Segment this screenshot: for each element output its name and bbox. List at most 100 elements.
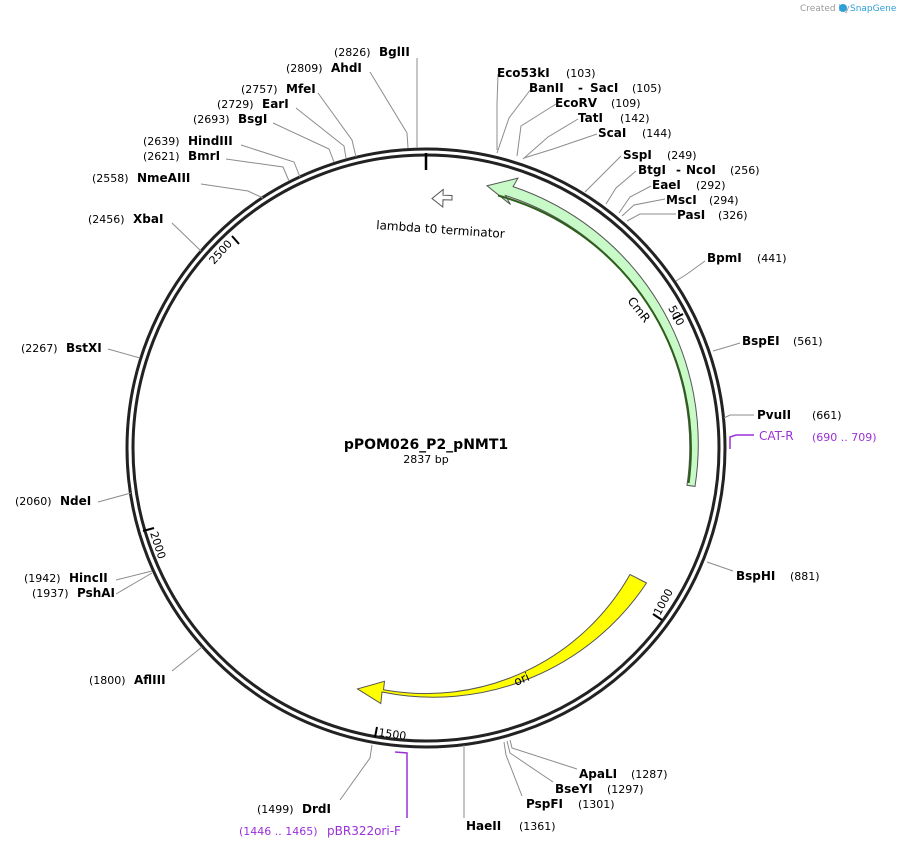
enzyme-name: EcoRV <box>555 96 598 110</box>
enzyme-apali[interactable]: ApaLI (1287) <box>579 767 668 781</box>
enzyme-hindiii[interactable]: (2639) HindIII <box>143 134 233 148</box>
enzyme-pos: (2456) <box>88 213 125 226</box>
enzyme-name: BsgI <box>238 112 267 126</box>
enzyme-pos: (1287) <box>631 768 668 781</box>
enzyme-pos: (1942) <box>24 572 61 585</box>
enzyme-name: DrdI <box>302 802 331 816</box>
feature-label-lambda-t0: lambda t0 terminator <box>376 218 505 241</box>
credit-brand: SnapGene <box>850 4 897 14</box>
enzyme-afliii[interactable]: (1800) AflIII <box>89 673 166 687</box>
enzyme-eaei[interactable]: EaeI (292) <box>652 178 726 192</box>
enzyme-name: BglII <box>379 45 410 59</box>
enzyme-name: NmeAIII <box>137 171 190 185</box>
enzyme-name: NdeI <box>60 494 91 508</box>
primer-cat-r[interactable]: CAT-R (690 .. 709) <box>729 429 877 449</box>
enzyme-ndei[interactable]: (2060) NdeI <box>15 494 91 508</box>
enzyme-name: HindIII <box>188 134 233 148</box>
enzyme-name: MfeI <box>286 82 316 96</box>
enzyme-pos: (561) <box>793 335 823 348</box>
enzyme-pvuii[interactable]: PvuII (661) <box>757 408 842 422</box>
enzyme-ecorv[interactable]: EcoRV (109) <box>555 96 641 110</box>
enzyme-ahdi[interactable]: (2809) AhdI <box>286 61 362 75</box>
enzyme-bsphi[interactable]: BspHI (881) <box>736 569 820 583</box>
enzyme-pos: (441) <box>757 252 787 265</box>
enzyme-name: AflIII <box>134 673 166 687</box>
enzyme-name: ScaI <box>598 126 626 140</box>
tick-1000: 1000 <box>651 587 676 621</box>
enzyme-pshai[interactable]: (1937) PshAI <box>32 586 115 600</box>
enzyme-haeii[interactable]: HaeII (1361) <box>466 819 556 833</box>
feature-arrow-ori[interactable] <box>356 573 648 705</box>
enzyme-name: BpmI <box>707 251 742 265</box>
enzyme-pspfi[interactable]: PspFI (1301) <box>526 797 615 811</box>
enzyme-pos: (2639) <box>143 135 180 148</box>
primer-pbr322ori-f[interactable]: (1446 .. 1465) pBR322ori-F <box>239 751 408 838</box>
enzyme-name: EarI <box>262 97 289 111</box>
enzyme-name-2: SacI <box>590 81 618 95</box>
enzyme-pos: (2267) <box>21 342 58 355</box>
enzyme-hincii[interactable]: (1942) HincII <box>24 571 108 585</box>
feature-arrow-cmr-highlight <box>497 194 692 484</box>
enzyme-bpmi[interactable]: BpmI (441) <box>707 251 787 265</box>
credit-prefix: Created by <box>800 4 850 14</box>
credit-text: Created by <box>800 4 850 14</box>
enzyme-pos: (2826) <box>334 46 371 59</box>
enzyme-btgi-ncoi[interactable]: BtgI - NcoI (256) <box>638 163 760 177</box>
enzyme-pos: (249) <box>667 149 697 162</box>
enzyme-pos: (105) <box>632 82 662 95</box>
enzyme-bsgi[interactable]: (2693) BsgI <box>193 112 267 126</box>
enzyme-bmri[interactable]: (2621) BmrI <box>143 149 220 163</box>
enzyme-name: XbaI <box>133 212 163 226</box>
enzyme-pos: (2621) <box>143 150 180 163</box>
snapgene-logo-icon <box>839 4 847 12</box>
enzyme-name: BtgI <box>638 163 666 177</box>
enzyme-pos: (142) <box>620 112 650 125</box>
enzyme-name: ApaLI <box>579 767 617 781</box>
feature-arrow-lambda-t0[interactable] <box>431 188 453 209</box>
enzyme-separator: - <box>578 81 583 95</box>
enzyme-name-2: NcoI <box>686 163 716 177</box>
enzyme-pasi[interactable]: PasI (326) <box>677 208 748 222</box>
tick-label-1500: 1500 <box>378 726 408 743</box>
tick-label-1000: 1000 <box>651 587 676 618</box>
enzyme-mfei[interactable]: (2757) MfeI <box>241 82 316 96</box>
enzyme-nmeaiii[interactable]: (2558) NmeAIII <box>92 171 190 185</box>
enzyme-pos: (292) <box>696 179 726 192</box>
feature-arrow-cmr[interactable] <box>485 177 699 487</box>
enzyme-eco53ki[interactable]: Eco53kI (103) <box>497 66 596 80</box>
enzyme-pos: (1800) <box>89 674 126 687</box>
enzyme-pos: (2729) <box>217 98 254 111</box>
enzyme-sspi[interactable]: SspI (249) <box>623 148 697 162</box>
enzyme-name: AhdI <box>331 61 362 75</box>
enzyme-name: SspI <box>623 148 652 162</box>
enzyme-bspei[interactable]: BspEI (561) <box>742 334 823 348</box>
primer-pos: (1446 .. 1465) <box>239 825 318 838</box>
enzyme-pos: (2809) <box>286 62 323 75</box>
enzyme-scai[interactable]: ScaI (144) <box>598 126 672 140</box>
enzyme-eari[interactable]: (2729) EarI <box>217 97 289 111</box>
enzyme-pos: (1301) <box>578 798 615 811</box>
enzyme-pos: (1297) <box>607 783 644 796</box>
enzyme-name: PspFI <box>526 797 563 811</box>
enzyme-bseyi[interactable]: BseYI (1297) <box>555 782 644 796</box>
enzyme-xbai[interactable]: (2456) XbaI <box>88 212 163 226</box>
enzyme-banii-saci[interactable]: BanII - SacI (105) <box>529 81 662 95</box>
enzyme-name: BstXI <box>66 341 102 355</box>
enzyme-msci[interactable]: MscI (294) <box>666 193 739 207</box>
enzyme-name: HincII <box>69 571 108 585</box>
enzyme-pos: (881) <box>790 570 820 583</box>
enzyme-pos: (144) <box>642 127 672 140</box>
enzyme-bstxi[interactable]: (2267) BstXI <box>21 341 102 355</box>
enzyme-name: MscI <box>666 193 697 207</box>
enzyme-name: BseYI <box>555 782 593 796</box>
enzyme-pos: (294) <box>709 194 739 207</box>
primer-marker <box>394 751 408 818</box>
enzyme-pos: (2558) <box>92 172 129 185</box>
enzyme-bglii[interactable]: (2826) BglII <box>334 45 410 59</box>
enzyme-name: BspHI <box>736 569 775 583</box>
enzyme-leaders <box>97 58 754 818</box>
enzyme-tati[interactable]: TatI (142) <box>578 111 650 125</box>
enzyme-pos: (109) <box>611 97 641 110</box>
enzyme-drdi[interactable]: (1499) DrdI <box>257 802 331 816</box>
